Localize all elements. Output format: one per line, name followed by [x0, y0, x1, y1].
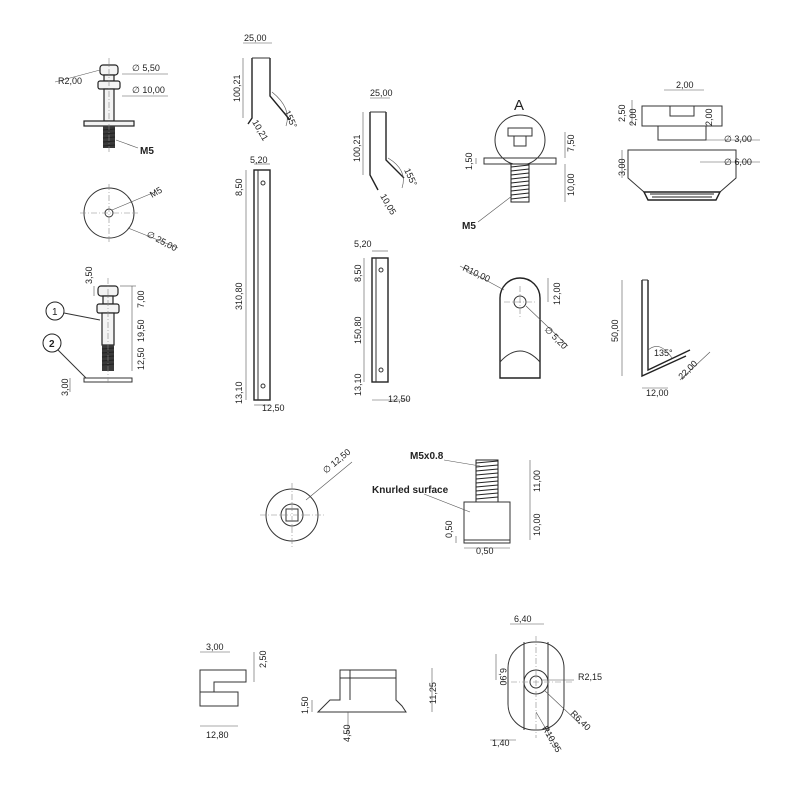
kn-0-50a: 0,50 [444, 520, 454, 538]
dim-19-50: 19,50 [136, 319, 146, 342]
dim-12-50: 12,50 [136, 347, 146, 370]
cf-11-25: 11,25 [428, 682, 438, 704]
bracket-top-2: 25,00 100,21 155° 10,05 [352, 88, 419, 217]
lb-bottom: 12,50 [262, 403, 285, 413]
svg-text:2: 2 [49, 339, 55, 350]
sb-width: 5,20 [354, 239, 372, 249]
pin-assembly-view: 3,50 7,00 19,50 12,50 3,00 1 2 [42, 266, 146, 396]
pin-front-view: R2,00 ∅ 5,50 ∅ 10,00 M5 [54, 58, 168, 157]
b1-height: 100,21 [232, 74, 242, 102]
kn-thread: M5x0.8 [410, 451, 444, 462]
ct-1-40: 1,40 [492, 738, 510, 748]
lb-13-10: 13,10 [234, 381, 244, 404]
cs-12-80: 12,80 [206, 730, 229, 740]
cs-2-50: 2,50 [258, 650, 268, 668]
sb-length: 150,80 [353, 316, 363, 344]
lb-8-50: 8,50 [234, 178, 244, 196]
b2-lip: 10,05 [378, 192, 398, 217]
ab-height: 50,00 [610, 319, 620, 342]
ks-m5: M5 [462, 221, 476, 232]
hook-r10: R10,00 [461, 263, 492, 284]
ks-1-50: 1,50 [464, 152, 474, 170]
cs-3: 3,00 [206, 642, 224, 652]
cf-1-50: 1,50 [300, 696, 310, 714]
kn-10: 10,00 [532, 513, 542, 536]
knurled-nut-view: M5x0.8 Knurled surface 11,00 10,00 0,50 … [372, 451, 542, 556]
kd-2-00a: 2,00 [628, 108, 638, 126]
long-bar-view: 5,20 8,50 310,80 13,10 12,50 [234, 155, 285, 413]
sb-8-50: 8,50 [353, 264, 363, 282]
label-m5-front: M5 [140, 146, 154, 157]
kn-11: 11,00 [532, 470, 542, 492]
kd-top: 2,00 [676, 80, 694, 90]
kn-surface: Knurled surface [372, 485, 449, 496]
kd-2-00b: 2,00 [704, 108, 714, 126]
ab-base: 12,00 [646, 388, 669, 398]
knurled-thread [475, 459, 499, 503]
kd-dia3: ∅ 3,00 [724, 134, 752, 144]
ct-6-40: 6,40 [514, 614, 532, 624]
dim-dia-10: ∅ 10,00 [132, 85, 165, 95]
lb-length: 310,80 [234, 282, 244, 310]
b2-angle: 155° [402, 167, 419, 188]
label-m5-top: M5 [148, 185, 164, 200]
knob-screw-view: A 7,50 1,50 10,00 M5 [462, 97, 576, 232]
b1-width: 25,00 [244, 33, 267, 43]
ct-r2-15: R2,15 [578, 672, 602, 682]
hook-dia: ∅ 5,20 [543, 324, 570, 351]
knob-thread [510, 163, 530, 203]
b2-width: 25,00 [370, 88, 393, 98]
cf-4-50: 4,50 [342, 724, 352, 742]
nut-top-view: ∅ 12,50 [260, 447, 352, 547]
dim-3-50: 3,50 [84, 266, 94, 284]
dim-dia-5-50: ∅ 5,50 [132, 63, 160, 73]
clip-front-view: 11,25 1,50 4,50 [300, 668, 438, 742]
clip-top-view: 6,40 6,90 R2,15 R6,40 R10,95 1,40 [490, 614, 602, 754]
ct-6-90: 6,90 [498, 668, 508, 686]
hook-12: 12,00 [552, 282, 562, 305]
hook-view: R10,00 12,00 ∅ 5,20 [459, 263, 570, 379]
kd-3-00: 3,00 [617, 158, 627, 176]
sb-13-10: 13,10 [353, 373, 363, 396]
b2-height: 100,21 [352, 134, 362, 162]
kd-2-50: 2,50 [617, 104, 627, 122]
ct-r10-95: R10,95 [540, 724, 563, 754]
short-bar-view: 5,20 8,50 150,80 13,10 12,50 [353, 239, 411, 404]
nut-dia: ∅ 12,50 [321, 447, 353, 476]
ks-7-50: 7,50 [566, 134, 576, 152]
knob-detail-view: 2,00 2,50 2,00 2,00 ∅ 3,00 3,00 ∅ 6,00 [617, 80, 760, 201]
kd-dia6: ∅ 6,00 [724, 157, 752, 167]
balloon-1: 1 [45, 301, 101, 321]
clip-side-view: 3,00 2,50 12,80 [199, 642, 268, 740]
dim-7-00: 7,00 [136, 290, 146, 308]
svg-text:1: 1 [52, 307, 58, 318]
b1-angle: 155° [282, 109, 299, 130]
ct-r6-40: R6,40 [569, 708, 593, 732]
pin-top-view: M5 ∅ 25,00 [80, 184, 179, 253]
b1-lip: 10,21 [250, 118, 270, 143]
sb-bottom: 12,50 [388, 394, 411, 404]
balloon-2: 2 [42, 333, 87, 379]
dim-dia-25: ∅ 25,00 [145, 229, 179, 253]
dim-3-00-plate: 3,00 [60, 378, 70, 396]
ab-angle: 135° [654, 348, 673, 358]
view-label-a: A [514, 97, 524, 114]
ab-leg: 22,00 [676, 358, 699, 381]
angle-bracket-view: 50,00 135° 12,00 22,00 [610, 279, 711, 398]
dim-r2: R2,00 [58, 76, 82, 86]
lb-width: 5,20 [250, 155, 268, 165]
bracket-top-1: 25,00 100,21 155° 10,21 [232, 33, 299, 143]
kn-0-50b: 0,50 [476, 546, 494, 556]
ks-10: 10,00 [566, 173, 576, 196]
